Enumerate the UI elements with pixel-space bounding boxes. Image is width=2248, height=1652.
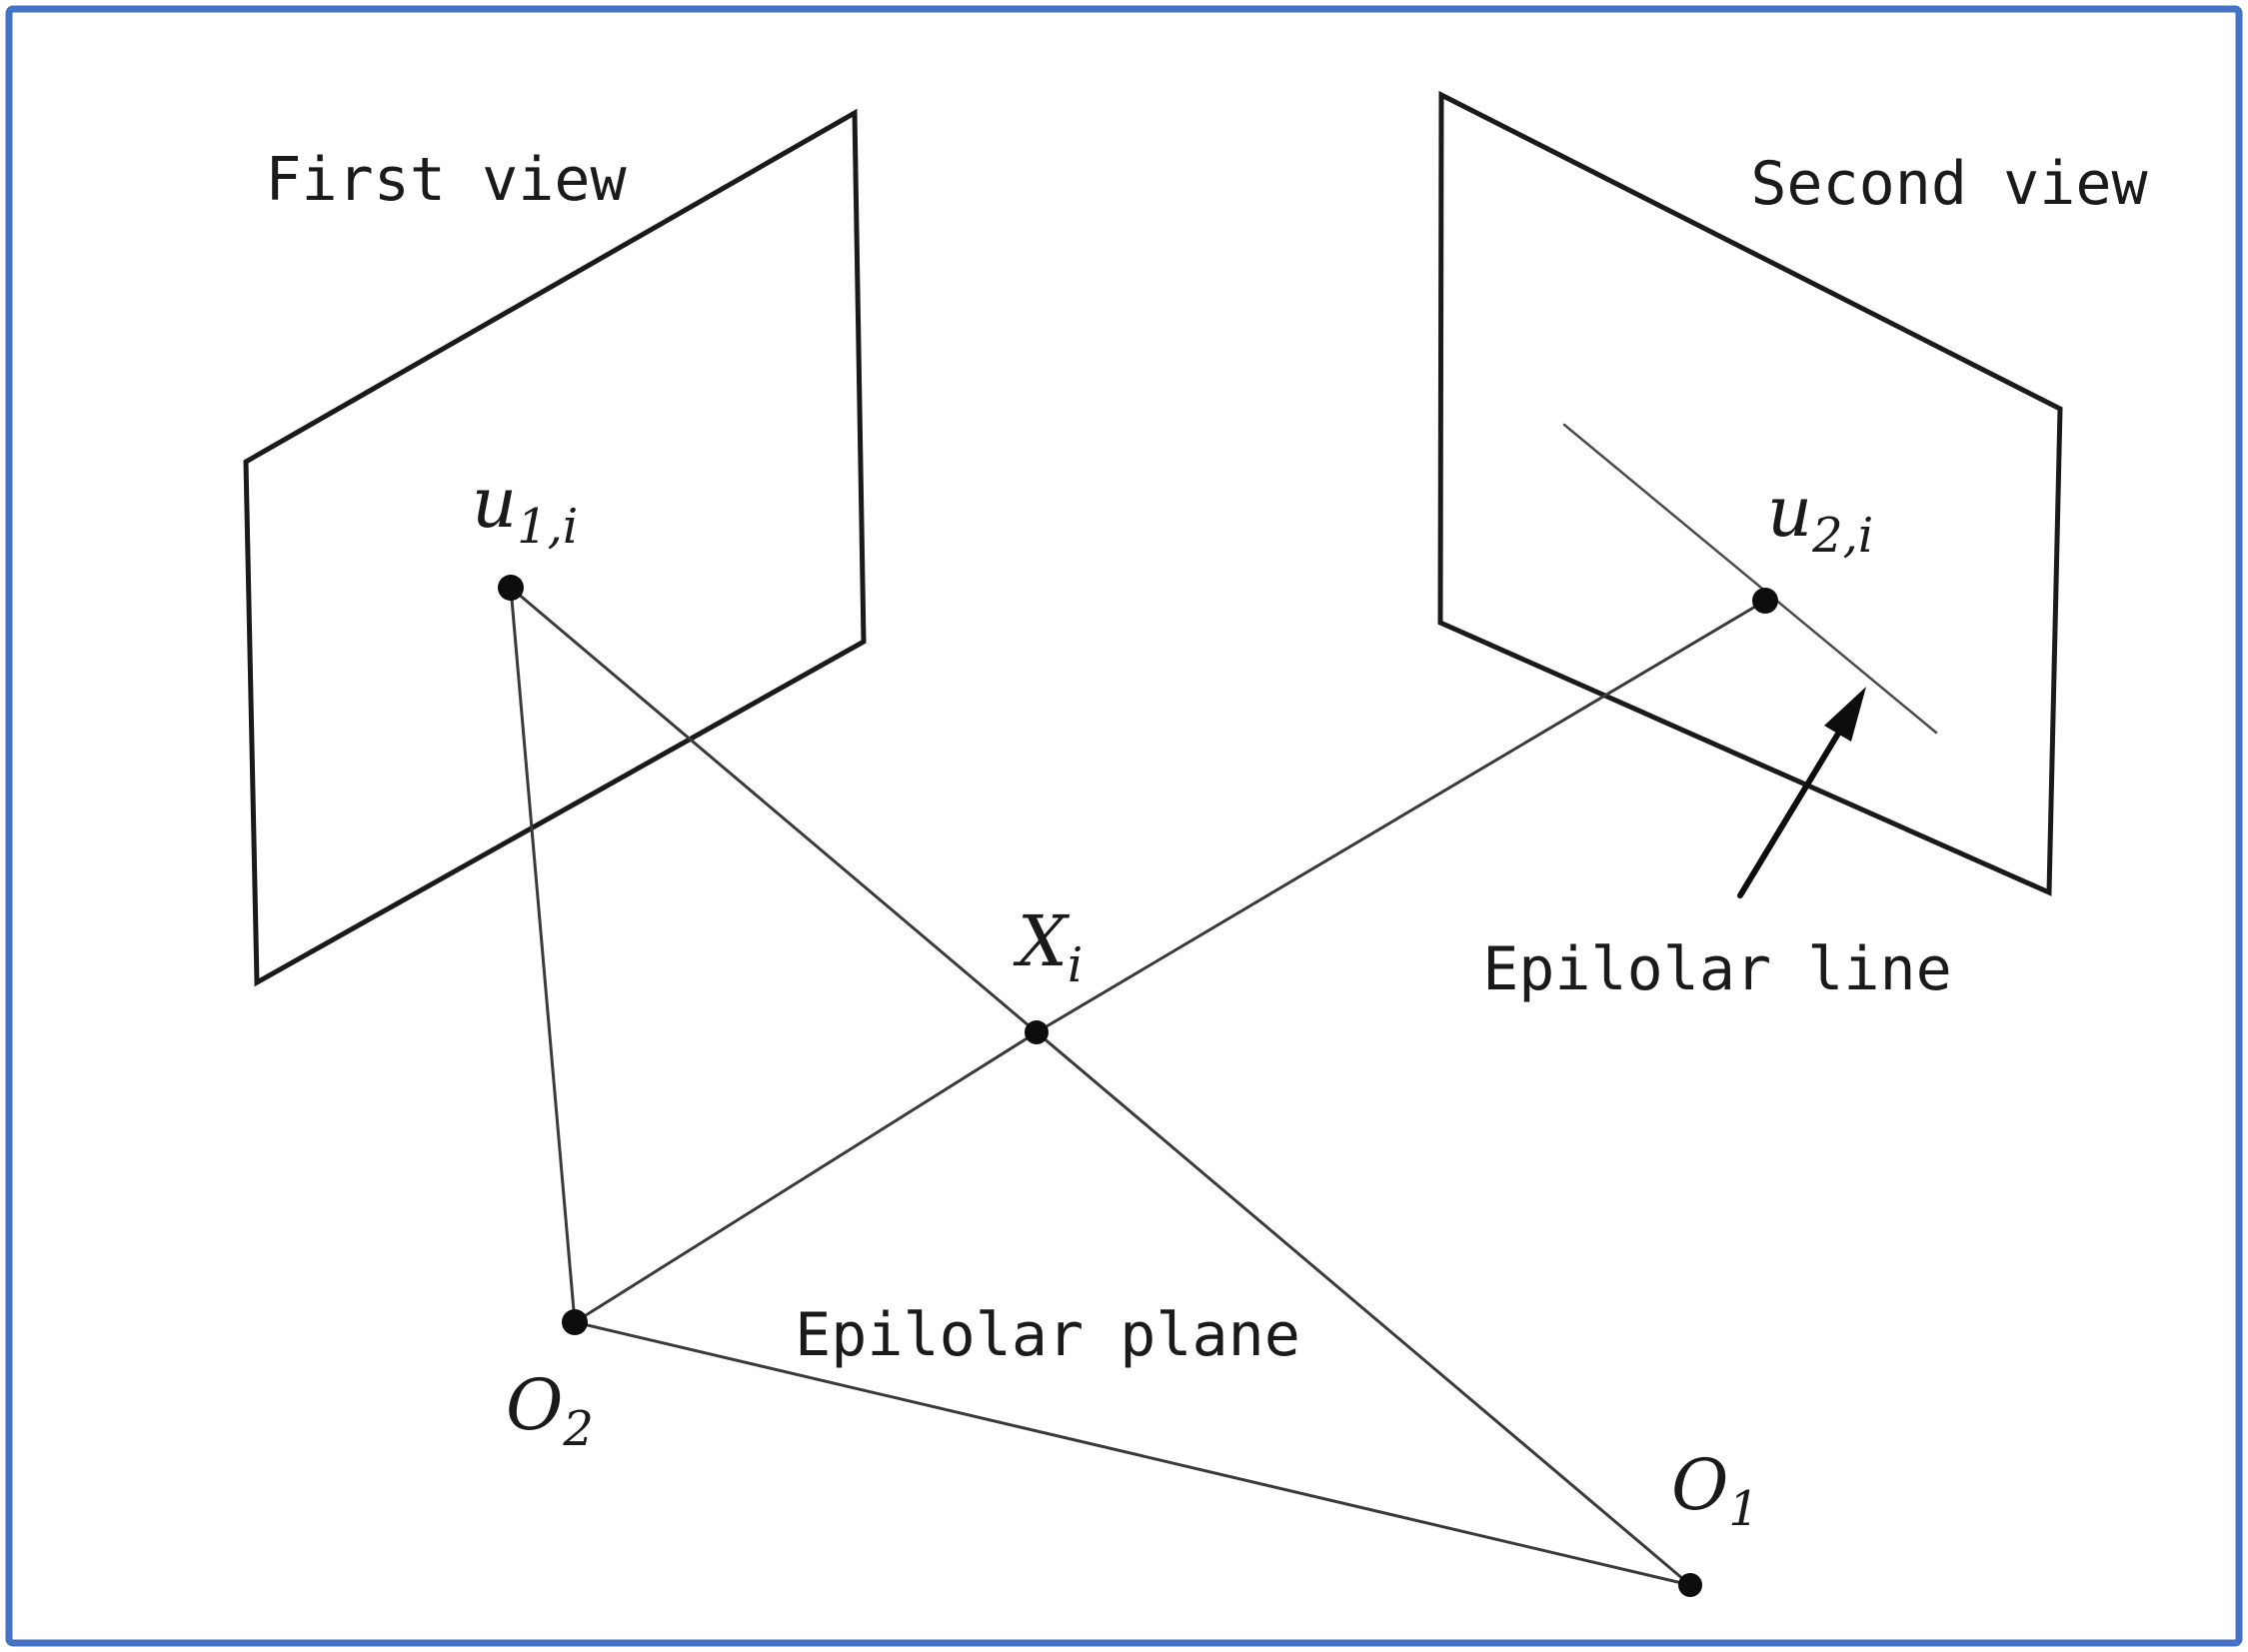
arrowhead-icon	[1824, 687, 1866, 742]
ray-o2-to-u1	[509, 586, 577, 1324]
label-u1i: u1,i	[472, 462, 578, 555]
arrow-shaft	[1737, 731, 1841, 898]
epipolar-line-label: Epilolar line	[1482, 934, 1952, 1004]
epipolar-plane-label: Epilolar plane	[795, 1300, 1300, 1370]
point-o2	[562, 1309, 588, 1335]
label-u1i-base: u	[472, 462, 517, 544]
first-view-plane	[243, 108, 867, 987]
label-u1i-sub: 1,i	[517, 499, 578, 555]
point-u1	[498, 575, 524, 601]
label-u2i: u2,i	[1767, 471, 1873, 564]
epipolar-line-label-text: Epilolar line	[1482, 934, 1952, 1004]
label-u2i-base: u	[1767, 471, 1812, 553]
label-o1: O1	[1671, 1444, 1759, 1537]
point-o1	[1678, 1573, 1702, 1597]
label-o1-sub: 1	[1728, 1481, 1759, 1537]
epipolar-line-arrow	[1737, 687, 1866, 898]
second-view-title: Second view	[1750, 149, 2148, 219]
second-view-title-text: Second view	[1750, 149, 2148, 219]
epipolar-line-segment	[1562, 423, 1938, 735]
point-u2	[1752, 588, 1778, 614]
baseline-o2-o1	[573, 1320, 1692, 1587]
label-u2i-sub: 2,i	[1811, 508, 1873, 564]
label-o2-base: O	[506, 1364, 563, 1446]
label-o1-base: O	[1671, 1444, 1728, 1526]
label-o2-sub: 2	[562, 1401, 594, 1457]
page-border	[5, 5, 2243, 1647]
first-view-title-text: First view	[265, 145, 627, 215]
point-x	[1025, 1020, 1049, 1044]
second-view-plane	[1437, 90, 2063, 896]
ray-o1-through-x-to-u1	[509, 586, 1692, 1587]
label-xi-sub: i	[1068, 937, 1083, 993]
label-xi-base: X	[1013, 900, 1071, 982]
epipolar-plane-label-text: Epilolar plane	[795, 1300, 1300, 1370]
label-o2: O2	[506, 1364, 594, 1457]
first-view-title: First view	[265, 145, 627, 215]
label-xi: Xi	[1013, 900, 1083, 993]
